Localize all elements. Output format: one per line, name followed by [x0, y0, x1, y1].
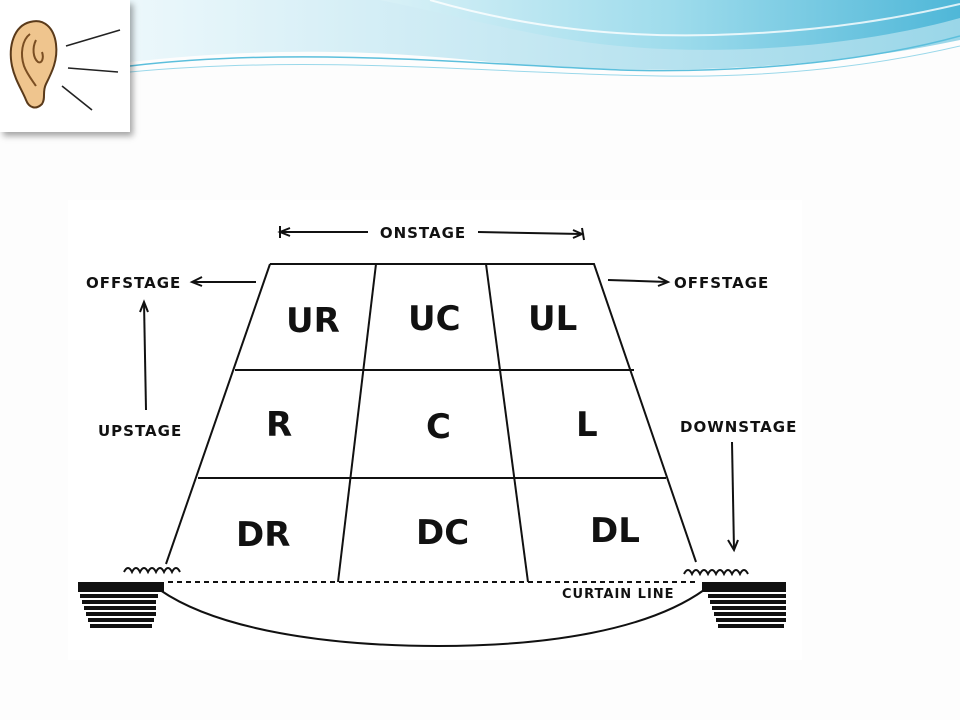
apron-curve	[159, 589, 705, 648]
area-dr: DR	[236, 515, 290, 555]
area-uc: UC	[408, 299, 461, 339]
offstage-right-arrow	[607, 276, 671, 287]
area-l: L	[576, 405, 598, 445]
downstage-arrow	[727, 441, 739, 553]
offstage-left-label: OFFSTAGE	[86, 274, 181, 292]
area-dc: DC	[416, 513, 469, 553]
upstage-label: UPSTAGE	[98, 422, 182, 440]
area-c: C	[426, 407, 451, 447]
offstage-right-label: OFFSTAGE	[674, 274, 769, 292]
ear-icon	[9, 20, 121, 111]
ear-image-box	[0, 0, 130, 132]
offstage-left-arrow	[189, 276, 256, 287]
onstage-label: ONSTAGE	[380, 224, 466, 242]
stage-diagram: ONSTAGE OFFSTAGE OFFSTAGE UPSTAGE DOWNST…	[68, 200, 802, 660]
wing-left	[78, 567, 181, 628]
header-swoosh	[129, 0, 960, 77]
downstage-label: DOWNSTAGE	[680, 418, 797, 436]
curtain-line-label: CURTAIN LINE	[562, 587, 675, 602]
area-dl: DL	[590, 511, 640, 551]
onstage-arrow	[277, 226, 585, 241]
area-ul: UL	[528, 299, 577, 339]
area-r: R	[266, 405, 292, 445]
stage-grid	[165, 263, 697, 583]
area-ur: UR	[286, 301, 340, 341]
wing-right	[683, 569, 786, 628]
upstage-arrow	[139, 299, 149, 411]
